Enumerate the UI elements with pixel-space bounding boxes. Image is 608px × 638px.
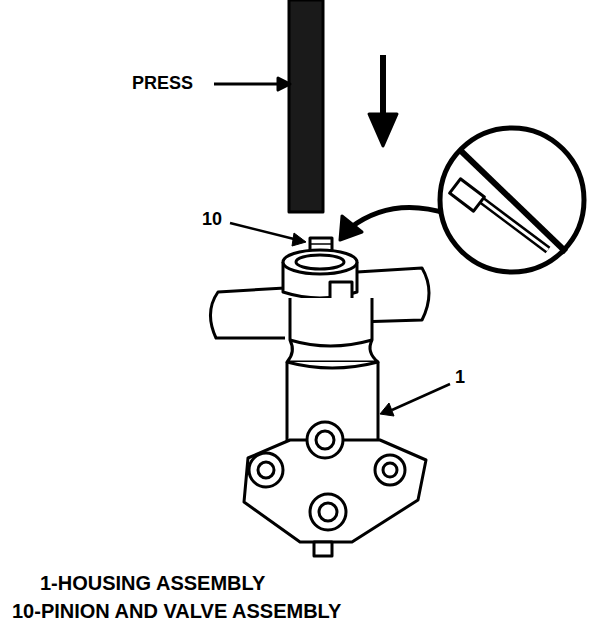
port-bore xyxy=(319,503,337,521)
housing-body xyxy=(287,298,378,362)
prohibition-circle xyxy=(440,128,584,272)
port xyxy=(310,494,346,530)
housing-seam xyxy=(290,340,372,346)
housing-seam xyxy=(287,362,378,368)
collar-top xyxy=(283,250,357,274)
leader-line xyxy=(230,223,298,240)
housing-tab xyxy=(330,282,352,300)
leader-line xyxy=(392,384,450,410)
arrow-head xyxy=(369,114,397,146)
arrow-head xyxy=(340,216,362,240)
leader-head xyxy=(278,78,290,90)
housing-arm xyxy=(210,288,285,338)
bottom-plug xyxy=(314,542,332,556)
hammer-head xyxy=(450,179,485,211)
legend-caption: 1-HOUSING ASSEMBLY xyxy=(38,572,267,594)
part-label: PRESS xyxy=(130,74,195,94)
leader-head xyxy=(292,233,306,246)
port-bore xyxy=(258,462,274,478)
prohibition-slash xyxy=(460,150,566,252)
collar-bore xyxy=(296,255,344,269)
symbol-arrow xyxy=(350,208,448,228)
leader-head xyxy=(380,403,394,416)
callout-number: 1 xyxy=(453,368,467,388)
thread xyxy=(310,243,332,245)
valve-drawing xyxy=(210,0,584,556)
callout-number: 10 xyxy=(200,210,224,230)
port xyxy=(375,455,405,485)
direction-arrow xyxy=(380,55,386,118)
legend-caption: 10-PINION AND VALVE ASSEMBLY xyxy=(10,600,343,622)
port-bore xyxy=(316,431,334,449)
leader-line xyxy=(214,83,280,86)
port xyxy=(249,453,283,487)
press-ram xyxy=(289,0,323,212)
port-bore xyxy=(383,463,397,477)
port xyxy=(307,422,343,458)
